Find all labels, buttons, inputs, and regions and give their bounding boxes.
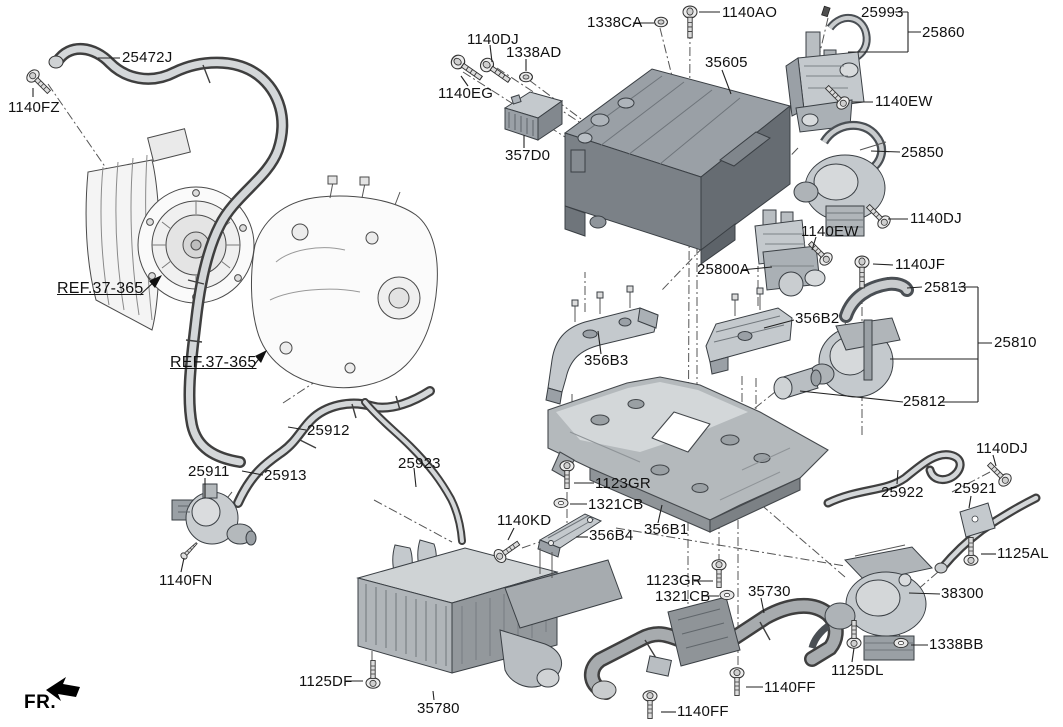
pump-25850 [793,120,887,237]
coolant-valve-25860 [785,14,871,133]
bolt-1140DJ-a-icon [477,55,514,87]
pump-38300 [808,544,933,661]
bolt-1140EG-icon [448,51,486,85]
valve-25911 [171,483,257,546]
nut-1338CA-icon [654,16,668,28]
drive-motor [85,128,255,331]
bolt-1140AO-icon [682,5,698,39]
bolt-1140JF-icon [854,255,870,289]
bolt-1140DJ-c-icon [983,458,1015,490]
bracket-356B4 [537,513,603,558]
hose-25912-25913 [233,386,435,508]
mounting-tray-356B1 [547,376,829,533]
nut-1338BB-icon [893,637,909,649]
bolt-1125DF-icon [365,660,381,689]
hose-25472J [48,42,289,468]
hose-25922 [823,450,965,508]
washer-1321CB-a-icon [553,497,569,509]
bracket-356B2 [705,287,793,375]
transaxle [251,175,438,389]
pipe-25921 [934,493,1041,574]
bolt-1140FF-a-icon [729,667,745,696]
inverter-assembly-35605 [563,68,792,265]
washer-1321CB-b-icon [719,589,735,601]
fr-direction-label: FR. [24,692,57,713]
ref-arrowheads [149,275,267,363]
bolt-1123GR-b-icon [711,559,727,588]
bolt-1140FF-b-icon [642,690,658,719]
clip-25993 [821,5,831,18]
nut-1338AD-icon [519,71,533,83]
bracket-356B3 [545,285,659,405]
hose-35730 [583,596,844,700]
screw-1140FN-icon [179,540,200,561]
valve-25800A [754,209,826,297]
controller-357D0 [503,91,564,141]
reservoir-35780 [356,539,623,688]
bolt-1140FZ-icon [23,66,55,98]
hose-25923 [361,398,466,545]
fr-direction-arrow-icon [46,677,80,701]
water-pump-25810-group [773,276,914,400]
